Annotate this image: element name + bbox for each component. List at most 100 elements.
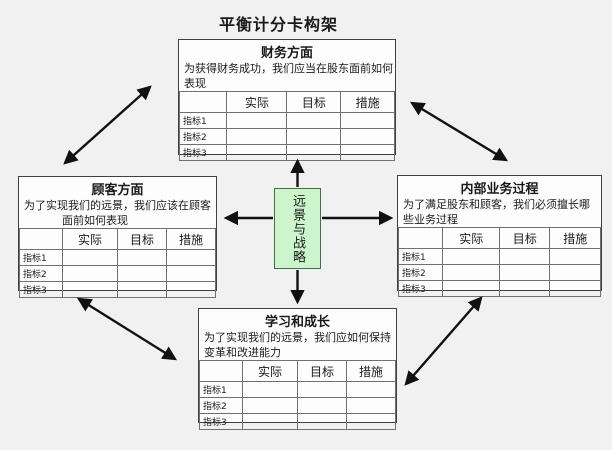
empty-cell [345,397,397,414]
empty-cell [340,144,395,161]
empty-cell [165,281,217,298]
column-header-measures: 措施 [165,228,217,250]
table-row: 指标2 [198,397,397,414]
row-label-indicator3: 指标3 [18,281,64,298]
description-line: 些业务过程 [403,212,458,226]
column-header-target: 目标 [286,91,342,113]
financial-box-description: 为获得财务成功，我们应当在股东面前如何 表现 [179,62,395,91]
corner-cell [178,91,228,113]
page-title: 平衡计分卡构架 [219,15,339,34]
column-header-actual: 实际 [62,228,118,250]
empty-cell [498,248,551,265]
empty-cell [286,128,342,145]
empty-cell [340,128,395,145]
arrow-financial-internal [409,101,509,162]
arrow-learning-internal [404,296,483,386]
row-label-indicator2: 指标2 [198,397,244,414]
row-label-indicator1: 指标1 [397,248,444,265]
internal-box-description: 为了满足股东和顾客，我们必须擅长哪 些业务过程 [398,198,601,227]
table-row: 指标2 [18,265,217,282]
empty-cell [345,413,397,430]
table-row: 指标1 [18,249,217,266]
column-header-actual: 实际 [226,91,288,113]
description-line: 面前如何表现 [62,213,128,227]
empty-cell [165,249,217,266]
table-row: 指标3 [178,144,395,161]
internal-box-title: 内部业务过程 [460,182,539,197]
customer-perspective-box: 顾客方面 为了实现我们的远景，我们应该在顾客 面前如何表现 实际 目标 措施 指… [18,176,217,298]
corner-cell [198,360,244,382]
row-label-indicator3: 指标3 [397,280,444,297]
empty-cell [340,112,395,129]
table-row: 指标2 [178,128,395,145]
arrow-customer-learning [76,297,178,361]
empty-cell [242,381,298,398]
column-header-actual: 实际 [242,360,298,382]
table-header-row: 实际 目标 措施 [198,360,397,382]
empty-cell [116,265,167,282]
empty-cell [116,249,167,266]
empty-cell [242,397,298,414]
empty-cell [226,112,288,129]
empty-cell [345,381,397,398]
column-header-target: 目标 [296,360,347,382]
column-header-target: 目标 [498,227,551,249]
row-label-indicator1: 指标1 [18,249,64,266]
column-header-actual: 实际 [442,227,500,249]
internal-process-box: 内部业务过程 为了满足股东和顾客，我们必须擅长哪 些业务过程 实际 目标 措施 … [397,175,602,297]
table-header-row: 实际 目标 措施 [397,227,601,249]
empty-cell [165,265,217,282]
empty-cell [62,281,118,298]
row-label-indicator2: 指标2 [397,264,444,281]
internal-metrics-table: 实际 目标 措施 指标1 指标2 指标3 [397,227,601,297]
empty-cell [442,280,500,297]
row-label-indicator3: 指标3 [178,144,228,161]
empty-cell [242,413,298,430]
table-row: 指标1 [397,248,601,265]
learning-box-description: 为了实现我们的远景，我们应如何保持 变革和改进能力 [199,331,396,360]
empty-cell [296,381,347,398]
arrow-customer-financial [63,85,152,165]
row-label-indicator1: 指标1 [178,112,228,129]
description-line: 表现 [184,76,206,90]
empty-cell [549,264,601,281]
empty-cell [498,264,551,281]
vision-strategy-label: 远景与战略 [290,193,305,264]
description-line: 为了实现我们的远景，我们应如何保持 [204,331,391,344]
empty-cell [62,249,118,266]
financial-box-title: 财务方面 [260,46,313,61]
learning-growth-box: 学习和成长 为了实现我们的远景，我们应如何保持 变革和改进能力 实际 目标 措施… [198,308,397,430]
empty-cell [442,264,500,281]
corner-cell [18,228,64,250]
empty-cell [498,280,551,297]
customer-box-description: 为了实现我们的远景，我们应该在顾客 面前如何表现 [19,199,216,228]
financial-perspective-box: 财务方面 为获得财务成功，我们应当在股东面前如何 表现 实际 目标 措施 指标1… [178,39,396,161]
empty-cell [62,265,118,282]
customer-box-title: 顾客方面 [91,183,144,198]
row-label-indicator2: 指标2 [178,128,228,145]
table-row: 指标1 [178,112,395,129]
empty-cell [442,248,500,265]
table-row: 指标2 [397,264,601,281]
table-row: 指标3 [18,281,217,298]
empty-cell [296,413,347,430]
empty-cell [549,280,601,297]
corner-cell [397,227,444,249]
column-header-measures: 措施 [549,227,601,249]
table-row: 指标3 [198,413,397,430]
empty-cell [226,144,288,161]
table-row: 指标1 [198,381,397,398]
description-line: 为了满足股东和顾客，我们必须擅长哪 [403,198,590,211]
column-header-measures: 措施 [340,91,395,113]
empty-cell [286,112,342,129]
description-line: 为获得财务成功，我们应当在股东面前如何 [184,62,393,75]
learning-box-title: 学习和成长 [264,315,330,330]
empty-cell [226,128,288,145]
empty-cell [549,248,601,265]
customer-metrics-table: 实际 目标 措施 指标1 指标2 指标3 [18,228,217,298]
table-row: 指标3 [397,280,601,297]
row-label-indicator2: 指标2 [18,265,64,282]
row-label-indicator3: 指标3 [198,413,244,430]
column-header-target: 目标 [116,228,167,250]
empty-cell [296,397,347,414]
